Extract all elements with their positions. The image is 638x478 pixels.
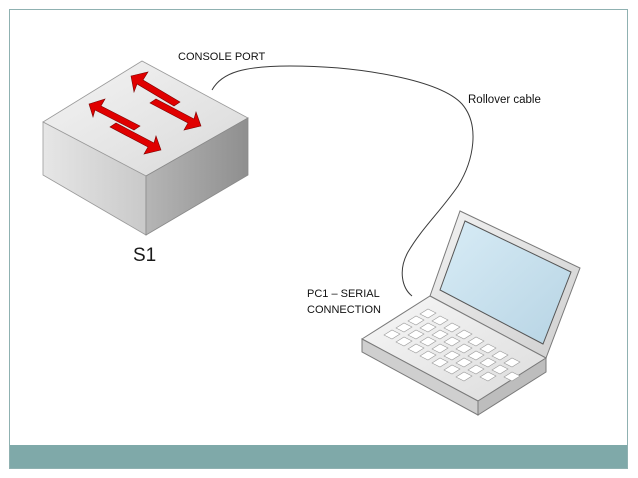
- rollover-cable-label: Rollover cable: [468, 94, 541, 106]
- switch-name-label: S1: [133, 245, 157, 266]
- pc1-label-line1: PC1 – SERIAL: [307, 288, 380, 300]
- pc1-label-line2: CONNECTION: [307, 304, 381, 316]
- switch-arrows: [88, 71, 202, 155]
- footer-bar: [10, 445, 627, 468]
- switch-icon: [42, 60, 249, 236]
- rollover-cable: [211, 65, 474, 297]
- laptop-icon: [361, 210, 581, 416]
- keyboard: [383, 308, 521, 382]
- console-port-label: CONSOLE PORT: [178, 51, 266, 63]
- pc1-label: PC1 – SERIAL CONNECTION: [307, 286, 381, 318]
